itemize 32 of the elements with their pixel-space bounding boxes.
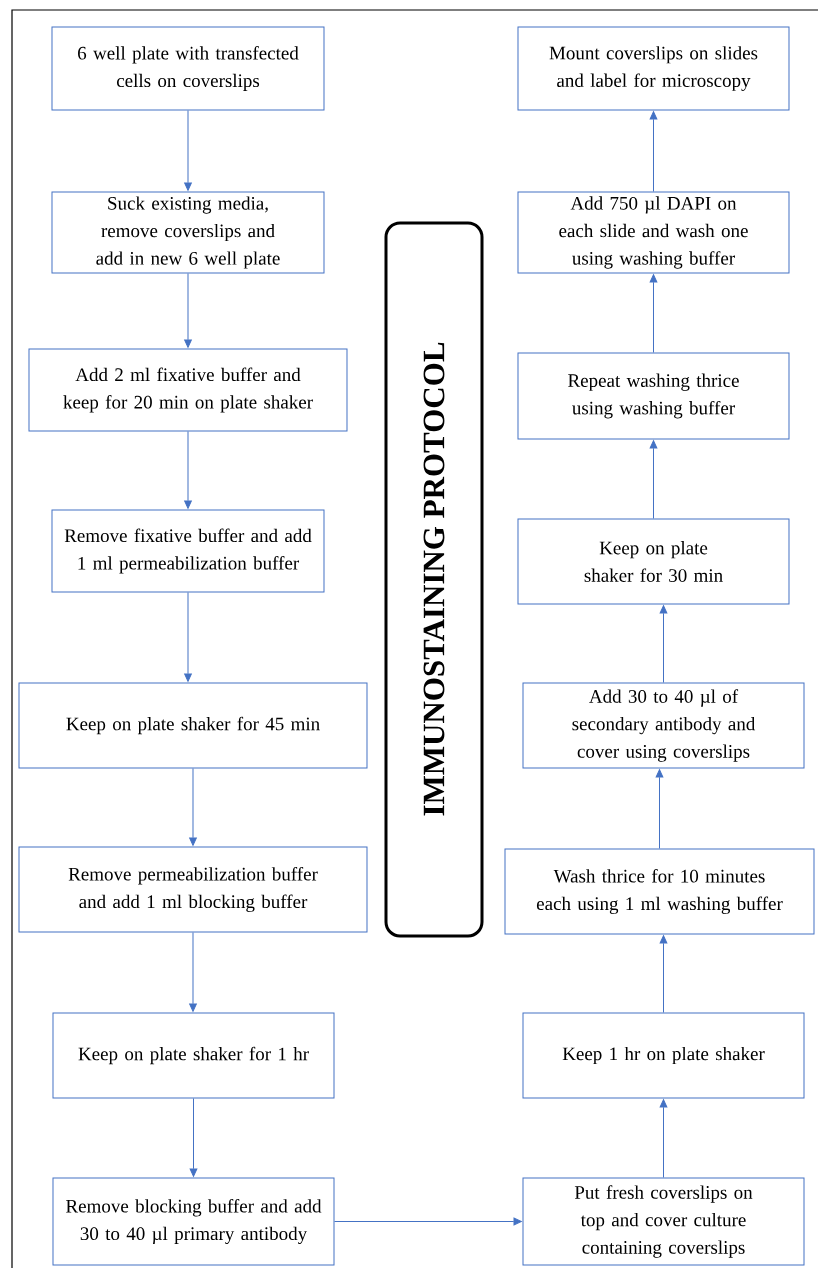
process-box: Mount coverslips on slides and label for microscopy xyxy=(517,26,790,111)
process-box: Keep 1 hr on plate shaker xyxy=(522,1012,805,1099)
process-box: Keep on plate shaker for 30 min xyxy=(517,518,790,605)
process-box: Repeat washing thrice using washing buffer xyxy=(517,352,790,440)
process-box: Keep on plate shaker for 1 hr xyxy=(52,1012,335,1099)
process-box: Add 30 to 40 µl of secondary antibody and cover using coverslips xyxy=(522,682,805,769)
arrow xyxy=(649,111,658,192)
arrow xyxy=(659,605,668,683)
process-box: Remove permeabilization buffer and add 1 ml blocking buffer xyxy=(18,846,368,933)
arrow xyxy=(659,1099,668,1178)
process-box: Add 750 µl DAPI on each slide and wash one using washing buffer xyxy=(517,191,790,274)
process-box: Remove fixative buffer and add 1 ml permeabilization buffer xyxy=(51,509,325,593)
process-box: Wash thrice for 10 minutes each using 1 ml washing buffer xyxy=(504,848,815,935)
arrow xyxy=(334,1217,522,1226)
arrow xyxy=(189,932,197,1012)
process-box: Put fresh coverslips on top and cover culture containing coverslips xyxy=(522,1177,805,1266)
process-box: Remove blocking buffer and add 30 to 40 µl primary antibody xyxy=(52,1177,335,1266)
process-box: Suck existing media, remove coverslips and add in new 6 well plate xyxy=(51,191,325,274)
arrow xyxy=(189,1098,198,1177)
arrow xyxy=(649,440,658,519)
process-box: Keep on plate shaker for 45 min xyxy=(18,682,368,769)
arrow xyxy=(184,431,192,509)
arrow xyxy=(184,110,192,191)
arrow xyxy=(655,769,664,849)
process-box: 6 well plate with transfected cells on coverslips xyxy=(51,26,325,111)
arrow xyxy=(649,274,658,353)
arrow xyxy=(184,273,192,348)
arrow xyxy=(189,768,197,846)
arrow xyxy=(184,592,192,682)
title-box: IMMUNOSTAINING PROTOCOL xyxy=(384,221,484,938)
process-box: Add 2 ml fixative buffer and keep for 20 min on plate shaker xyxy=(28,348,348,432)
arrow xyxy=(659,935,668,1013)
